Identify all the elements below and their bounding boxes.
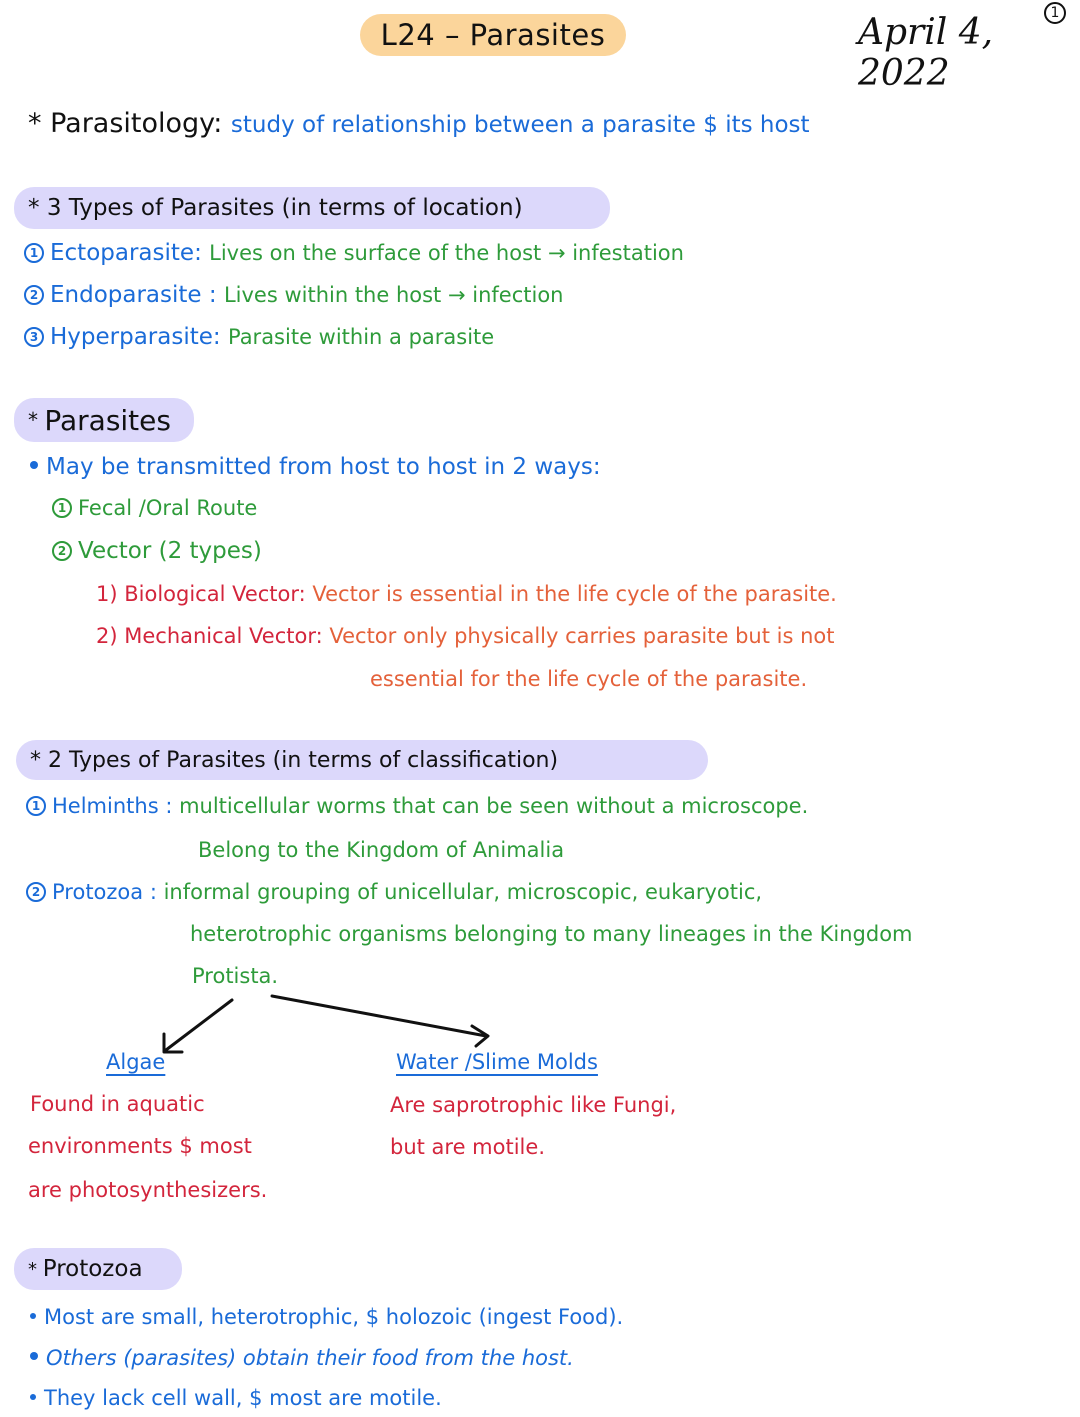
number-3-icon: 3 [24,327,44,347]
term: Helminths [52,794,159,818]
bullet-text: May be transmitted from host to host in … [46,454,601,480]
helminths-cont: Belong to the Kingdom of Animalia [198,838,565,862]
molds-line-2: but are motile. [390,1135,545,1159]
section-heading-location: * 3 Types of Parasites (in terms of loca… [14,187,610,229]
way-vector: 2 Vector (2 types) [52,538,262,564]
branch-title-molds: Water /Slime Molds [396,1050,598,1074]
number-2-icon: 2 [24,285,44,305]
colon: : [212,324,228,350]
list-item-endoparasite: 2 Endoparasite : Lives within the host → … [24,282,563,308]
number-1-icon: 1 [52,498,72,518]
description: Parasite within a parasite [227,325,495,349]
vector-desc: Vector only physically carries parasite … [329,624,835,648]
page-number-badge: 1 [1044,2,1066,24]
molds-line-1: Are saprotrophic like Fungi, [390,1093,677,1117]
bullet-icon [30,1394,36,1400]
section-heading-parasites: * Parasites [14,398,194,442]
term: Ectoparasite [50,240,195,266]
protozoa-cont: heterotrophic organisms belonging to man… [190,922,913,946]
protozoa-bullet-1: Most are small, heterotrophic, $ holozoi… [30,1305,623,1329]
section-heading-classification: * 2 Types of Parasites (in terms of clas… [16,740,708,780]
term: Endoparasite [50,282,202,308]
asterisk-icon: * [28,408,45,432]
number-2-icon: 2 [26,882,46,902]
number-2-icon: 2 [52,541,72,561]
colon: : [213,108,231,139]
vector-mechanical-cont: essential for the life cycle of the para… [370,667,808,691]
asterisk-icon: * [28,108,51,139]
vector-biological: 1) Biological Vector: Vector is essentia… [96,582,837,606]
section-heading-text: 3 Types of Parasites (in terms of locati… [46,195,523,221]
description: Lives within the host → infection [223,283,564,307]
definition-text: study of relationship between a parasite… [230,112,810,138]
section-heading-text: 2 Types of Parasites (in terms of classi… [48,747,559,773]
description: multicellular worms that can be seen wit… [179,794,809,818]
way-fecal-oral: 1 Fecal /Oral Route [52,496,257,520]
algae-line-2: environments $ most [28,1134,252,1158]
section-heading-text: Protozoa [42,1256,143,1282]
bullet-text: They lack cell wall, $ most are motile. [44,1386,442,1410]
protozoa-bullet-2: Others (parasites) obtain their food fro… [30,1346,574,1370]
colon: : [298,582,313,606]
list-item-ectoparasite: 1 Ectoparasite: Lives on the surface of t… [24,240,684,266]
section-heading-protozoa: * Protozoa [14,1248,182,1290]
bullet-text: Most are small, heterotrophic, $ holozoi… [44,1305,624,1329]
number-1-icon: 1 [26,796,46,816]
way-label: Vector (2 types) [78,538,262,564]
colon: : [315,624,330,648]
protozoa-cont2: Protista. [192,964,279,988]
page-title: L24 – Parasites [360,14,626,56]
colon: : [201,282,224,308]
helminths-item: 1 Helminths : multicellular worms that ca… [26,794,808,818]
branch-title-algae: Algae [106,1050,166,1074]
bullet-text: Others (parasites) obtain their food fro… [46,1346,574,1370]
definition-line: * Parasitology: study of relationship be… [28,108,810,139]
bullet-transmission: May be transmitted from host to host in … [30,454,601,480]
asterisk-icon: * [28,195,47,221]
vector-desc: Vector is essential in the life cycle of… [312,582,837,606]
term: Protozoa [52,880,144,904]
description: Lives on the surface of the host → infes… [209,241,684,265]
colon: : [143,880,164,904]
vector-label: 2) Mechanical Vector [96,624,316,648]
date: April 4, 2022 [858,12,994,94]
protozoa-bullet-3: They lack cell wall, $ most are motile. [30,1386,442,1410]
term: Hyperparasite [50,324,213,350]
number-1-icon: 1 [24,243,44,263]
bullet-icon [30,1313,36,1319]
bullet-icon [30,1352,38,1360]
vector-mechanical: 2) Mechanical Vector: Vector only physic… [96,624,834,648]
definition-term: Parasitology [50,108,214,139]
vector-label: 1) Biological Vector [96,582,299,606]
protozoa-item: 2 Protozoa : informal grouping of unicell… [26,880,762,904]
asterisk-icon: * [30,747,48,773]
colon: : [158,794,180,818]
algae-line-3: are photosynthesizers. [28,1178,268,1202]
algae-line-1: Found in aquatic [30,1092,205,1116]
section-heading-text: Parasites [44,403,171,437]
asterisk-icon: * [28,1258,43,1280]
bullet-icon [30,461,38,469]
colon: : [194,240,210,266]
way-label: Fecal /Oral Route [78,496,258,520]
list-item-hyperparasite: 3 Hyperparasite: Parasite within a parasi… [24,324,494,350]
description: informal grouping of unicellular, micros… [163,880,763,904]
